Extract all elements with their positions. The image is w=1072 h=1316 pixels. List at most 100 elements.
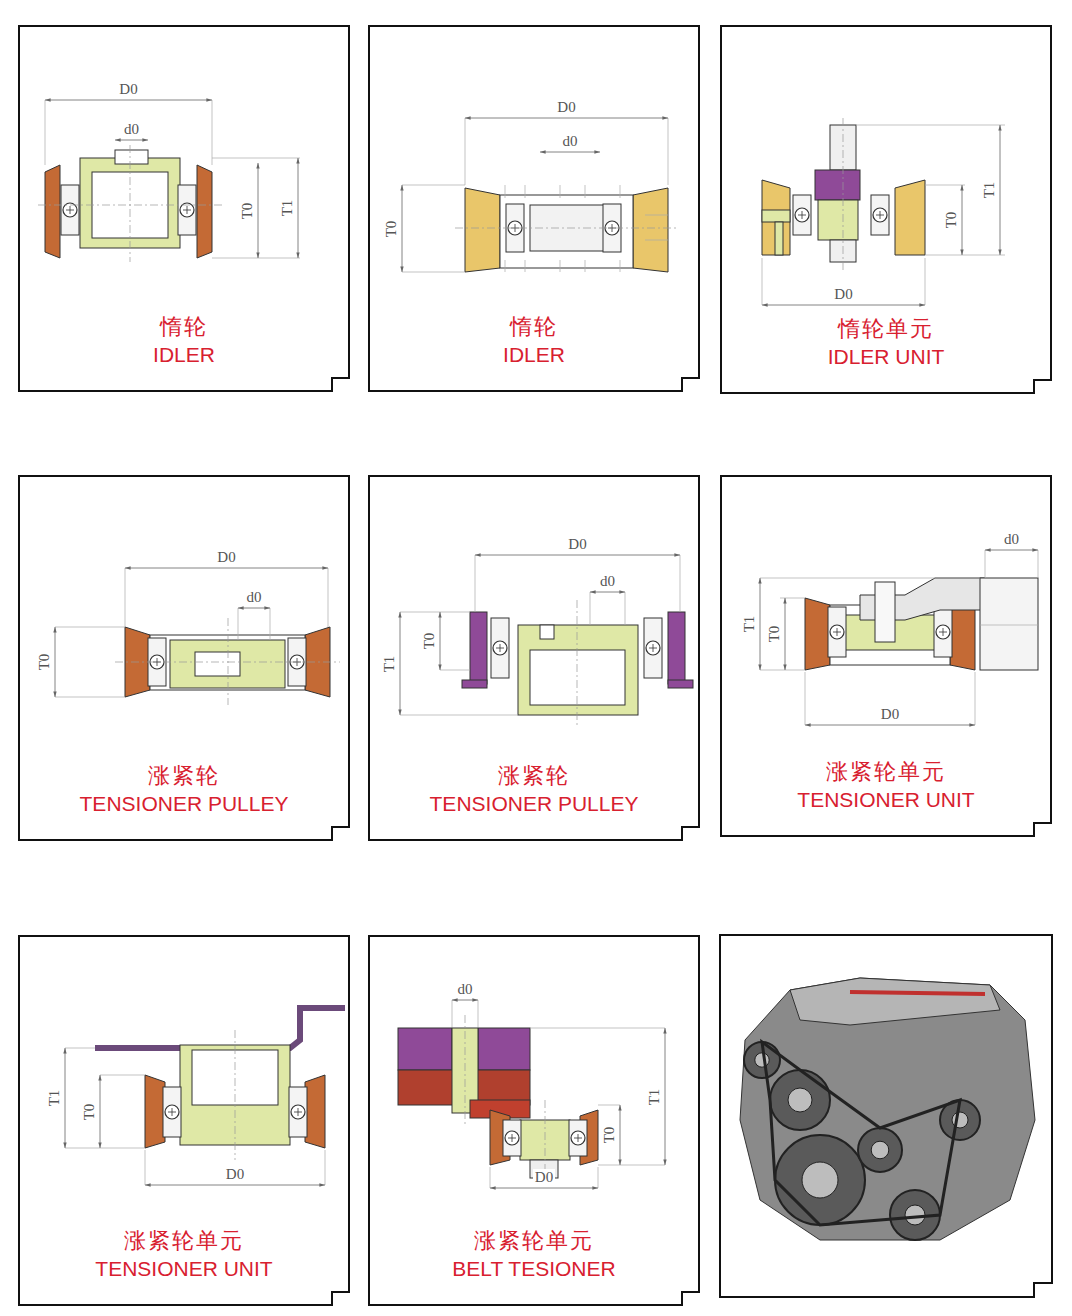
dimension-line: [465, 118, 668, 119]
ball-cross: [939, 628, 947, 636]
dimension-label: T0: [81, 1101, 97, 1122]
dimension-label: d0: [245, 589, 264, 605]
extension-line: [45, 100, 46, 165]
chinese-name: 惰轮: [368, 313, 700, 341]
dimension-label: T1: [646, 1086, 662, 1107]
dimension-line: [400, 612, 401, 715]
extension-line: [465, 118, 466, 185]
part: [518, 625, 638, 715]
dimension-label: d0: [598, 573, 617, 589]
english-name: TENSIONER PULLEY: [18, 790, 350, 817]
dimension-line: [65, 1048, 66, 1148]
panel-outline: [19, 936, 349, 1305]
extension-line: [55, 627, 125, 628]
engine-pulley: [770, 1070, 830, 1130]
product-panel: 惰轮IDLER: [368, 25, 700, 392]
extension-line: [212, 258, 300, 259]
extension-line: [125, 568, 126, 627]
extension-line: [65, 1048, 95, 1049]
part: [830, 125, 856, 170]
part: [398, 1028, 452, 1070]
part: [633, 188, 668, 272]
english-name: IDLER: [18, 341, 350, 368]
bracket: [95, 1008, 345, 1048]
extension-line: [328, 568, 329, 627]
extension-line: [325, 1150, 326, 1185]
extension-line: [585, 185, 586, 198]
part: [540, 625, 554, 639]
extension-line: [65, 1148, 145, 1149]
bearing-ball: [936, 625, 950, 639]
belt: [762, 1042, 960, 1225]
extension-line: [625, 592, 626, 625]
part: [470, 612, 487, 684]
part: [462, 680, 487, 688]
bearing-ring: [934, 607, 952, 657]
dimension-label: D0: [533, 1169, 555, 1185]
part: [790, 978, 1000, 1025]
extension-line: [100, 1075, 145, 1076]
chinese-name: 涨紧轮单元: [720, 758, 1052, 786]
dimension-label: d0: [1002, 531, 1021, 547]
extension-line: [55, 697, 125, 698]
extension-line: [525, 185, 526, 198]
ball-cross: [876, 211, 884, 219]
bearing-ball: [646, 641, 660, 655]
panel-outline: [369, 476, 699, 840]
dimension-label: T0: [383, 218, 399, 239]
pulley-hub: [802, 1162, 838, 1198]
extension-line: [478, 1000, 479, 1028]
bearing-ring: [163, 1087, 181, 1137]
dimension-line: [490, 1188, 598, 1189]
engine-pulley: [858, 1128, 902, 1172]
part: [980, 578, 1038, 670]
english-name: TENSIONER PULLEY: [368, 790, 700, 817]
extension-line: [530, 1028, 665, 1029]
bearing-ring: [871, 195, 889, 235]
dimension-line: [475, 555, 680, 556]
extension-line: [505, 185, 506, 198]
extension-line: [680, 555, 681, 612]
center-line: [115, 662, 340, 663]
extension-line: [985, 550, 986, 578]
part: [895, 180, 925, 255]
extension-line: [400, 612, 470, 613]
chinese-name: 涨紧轮单元: [18, 1227, 350, 1255]
dimension-line: [238, 608, 270, 609]
dimension-line: [298, 158, 299, 258]
bearing-ball: [873, 208, 887, 222]
dimension-line: [115, 140, 148, 141]
bearing-ball: [165, 1105, 179, 1119]
dimension-line: [55, 627, 56, 697]
ball-cross: [294, 1108, 302, 1116]
extension-line: [490, 1167, 491, 1188]
extension-line: [560, 185, 561, 198]
dimension-label: T0: [36, 652, 52, 673]
extension-line: [925, 258, 926, 305]
bearing-ball: [795, 208, 809, 222]
extension-line: [560, 260, 561, 272]
panel-outline: [19, 26, 349, 391]
panel-outline: [369, 26, 699, 391]
bearing-ring: [644, 618, 662, 678]
extension-line: [980, 625, 1038, 626]
product-panel: 涨紧轮单元BELT TESIONER: [368, 935, 700, 1306]
dimension-line: [805, 725, 975, 726]
dimension-line: [125, 568, 328, 569]
product-panel: 涨紧轮单元TENSIONER UNIT: [720, 475, 1052, 837]
dimension-label: T1: [981, 180, 997, 201]
extension-line: [590, 592, 591, 625]
part: [805, 598, 830, 670]
english-name: TENSIONER UNIT: [720, 786, 1052, 813]
caption: 涨紧轮TENSIONER PULLEY: [18, 762, 350, 817]
extension-line: [145, 1150, 146, 1185]
part: [762, 180, 790, 255]
extension-line: [762, 258, 763, 305]
center-line: [545, 1100, 546, 1180]
dimension-line: [258, 163, 259, 258]
center-line: [235, 1030, 236, 1160]
dimension-label: T0: [239, 200, 255, 221]
dimension-line: [540, 152, 600, 153]
drawings: [38, 100, 1052, 1297]
